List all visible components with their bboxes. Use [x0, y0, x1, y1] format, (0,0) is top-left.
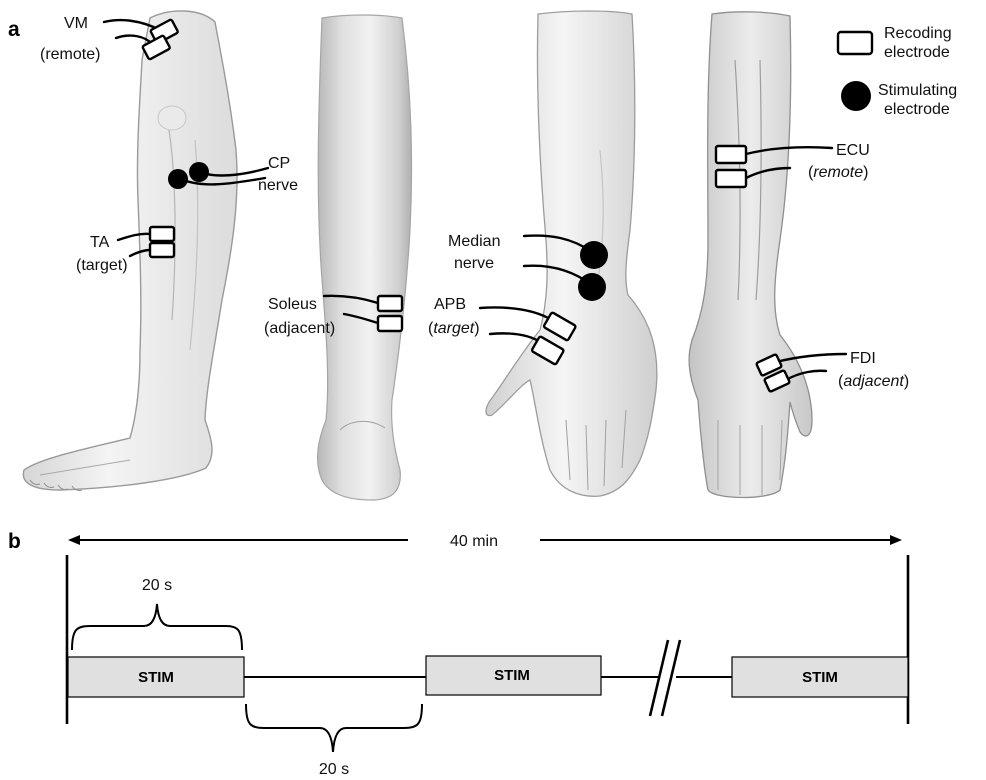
- ecu-role: (remote): [808, 164, 868, 181]
- ta-label: TA: [90, 234, 110, 251]
- legend-recording-electrode-swatch: [838, 32, 872, 54]
- stim-duration-brace: 20 s: [72, 577, 242, 650]
- leg-lateral-illustration: [23, 11, 237, 491]
- vm-label: VM: [64, 15, 88, 32]
- cp-nerve-label: nerve: [258, 177, 298, 194]
- rest-duration-brace: 20 s: [246, 704, 422, 778]
- legend-recording-label-2: electrode: [884, 44, 950, 61]
- legend-stimulating-label-2: electrode: [884, 101, 950, 118]
- vm-role: (remote): [40, 46, 100, 63]
- stim-block-2: STIM: [426, 656, 601, 695]
- panel-a-label: a: [8, 18, 20, 41]
- forearm-palmar-illustration: [486, 11, 657, 496]
- total-duration-arrow: 40 min: [68, 533, 902, 550]
- stim-block-3-label: STIM: [802, 669, 838, 686]
- legend: Recoding electrode Stimulating electrode: [838, 25, 957, 118]
- fdi-role: (adjacent): [838, 373, 909, 390]
- soleus-label: Soleus: [268, 296, 317, 313]
- total-duration-label: 40 min: [450, 533, 498, 550]
- legend-stimulating-label-1: Stimulating: [878, 82, 957, 99]
- ta-role: (target): [76, 257, 128, 274]
- calf-posterior-illustration: [318, 15, 412, 500]
- cp-label: CP: [268, 155, 290, 172]
- median-nerve-label: nerve: [454, 255, 494, 272]
- rest-duration-label: 20 s: [319, 761, 349, 778]
- legend-stimulating-electrode-swatch: [841, 81, 871, 111]
- stim-block-3: STIM: [732, 657, 908, 697]
- panel-b-label: b: [8, 530, 21, 553]
- apb-label: APB: [434, 296, 466, 313]
- stim-block-1: STIM: [68, 657, 244, 697]
- median-label: Median: [448, 233, 500, 250]
- stim-block-1-label: STIM: [138, 669, 174, 686]
- stim-duration-label: 20 s: [142, 577, 172, 594]
- fdi-label: FDI: [850, 350, 876, 367]
- apb-role: (target): [428, 320, 480, 337]
- soleus-role: (adjacent): [264, 320, 335, 337]
- legend-recording-label-1: Recoding: [884, 25, 952, 42]
- stim-block-2-label: STIM: [494, 667, 530, 684]
- forearm-dorsal-illustration: [689, 12, 812, 498]
- ecu-label: ECU: [836, 142, 870, 159]
